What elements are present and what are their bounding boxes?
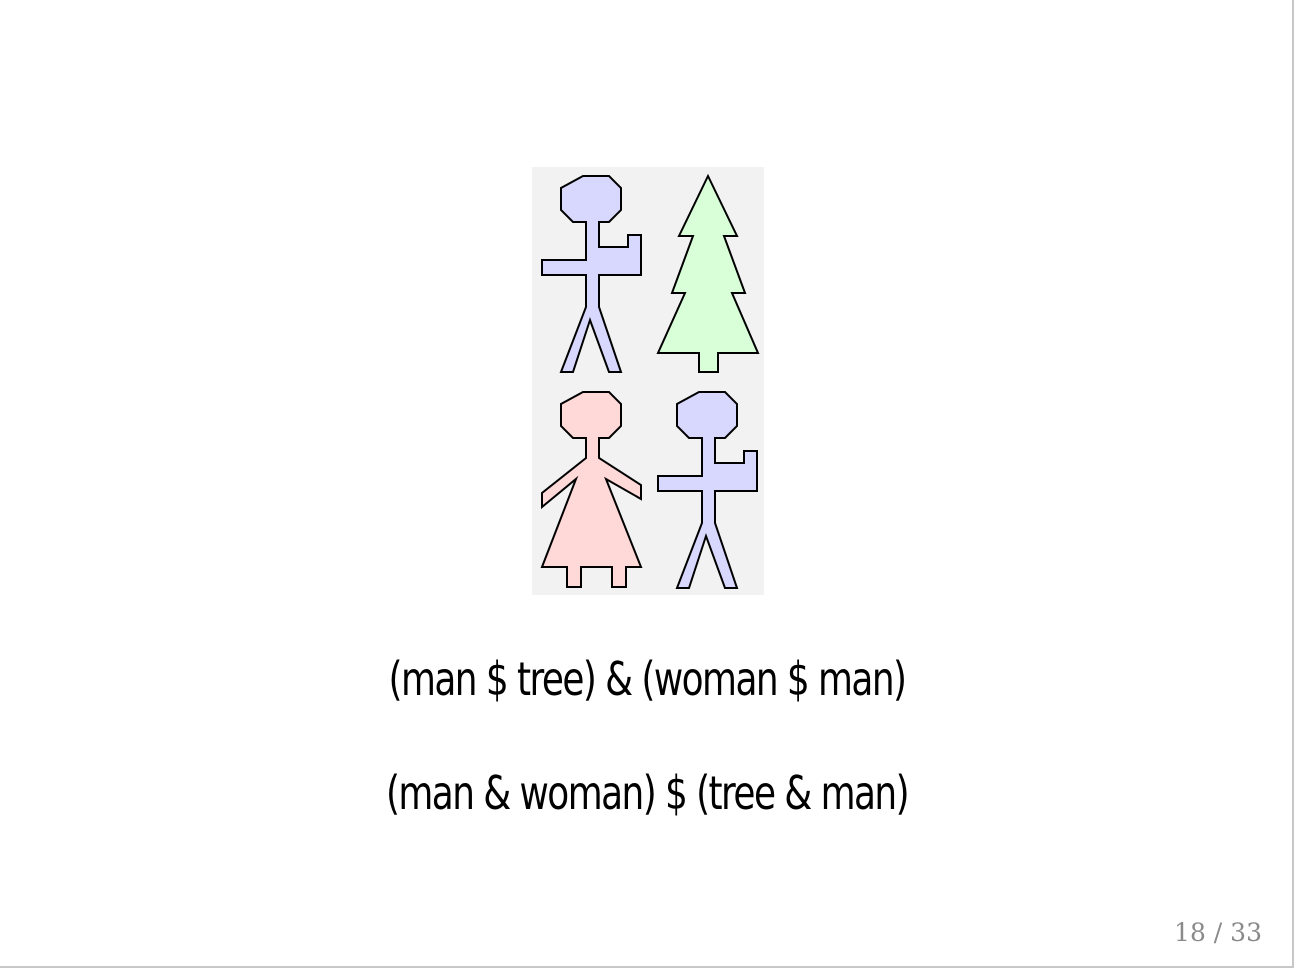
figure-grid [532,167,764,595]
man-figure-top-left [541,175,642,373]
man-icon [541,175,642,373]
woman-figure [540,391,643,588]
man-figure-bottom-right [657,391,758,589]
tree-figure [656,173,760,373]
expression-1: (man $ tree) & (woman $ man) [388,652,907,706]
man-icon [657,391,758,589]
expression-2: (man & woman) $ (tree & man) [385,766,910,820]
page-number: 18 / 33 [1174,918,1262,947]
tree-icon [656,173,760,373]
woman-icon [540,391,643,588]
